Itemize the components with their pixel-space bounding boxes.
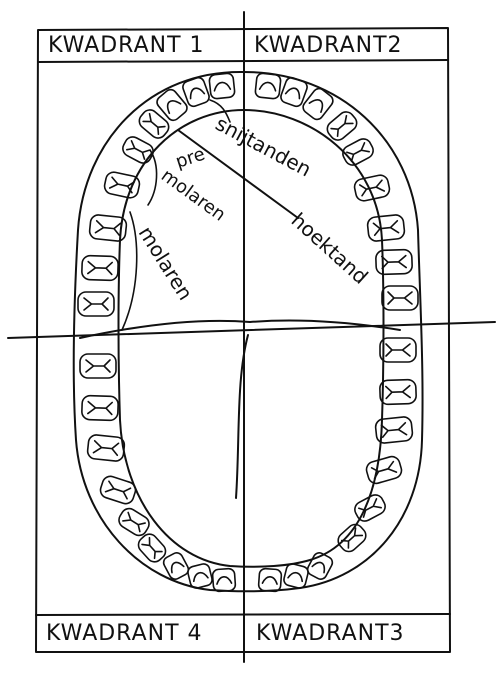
tongue-midline [236, 335, 248, 498]
molar-tooth [335, 521, 369, 555]
incisor-tooth [187, 563, 214, 590]
label-row-line-top [38, 60, 448, 62]
molar-tooth [380, 338, 416, 362]
molar-tooth [136, 107, 172, 142]
molar-tooth [380, 379, 417, 404]
molar-bracket [122, 212, 137, 330]
molar-tooth [340, 136, 376, 168]
molars-label: molaren [134, 222, 198, 305]
quadrant-1-label: KWADRANT 1 [48, 33, 205, 58]
premolars-label-prefix: pre [173, 144, 208, 173]
label-row-line-bottom [36, 614, 450, 615]
molar-tooth [103, 171, 141, 200]
incisor-tooth [209, 73, 235, 99]
molar-tooth [324, 109, 360, 144]
molar-tooth [367, 214, 405, 242]
incisor-tooth [212, 568, 235, 591]
molar-tooth [80, 354, 116, 378]
premolars-label-rest: molaren [157, 165, 229, 226]
molar-tooth [365, 455, 404, 486]
incisor-tooth [255, 73, 281, 99]
molar-tooth [353, 174, 391, 203]
canine-label: hoektand [287, 208, 373, 289]
arch-inner-outline [119, 110, 384, 567]
molar-tooth [82, 255, 119, 280]
tongue-outline [80, 320, 400, 338]
incisor-tooth [283, 563, 310, 590]
molar-tooth [352, 492, 388, 524]
incisor-tooth [258, 568, 281, 591]
molar-tooth [376, 249, 413, 274]
molar-tooth [82, 395, 119, 420]
premolar-bracket [148, 150, 157, 205]
quadrant-3-label: KWADRANT3 [256, 621, 405, 646]
molar-tooth [78, 292, 114, 316]
molar-tooth [382, 286, 418, 310]
quadrant-2-label: KWADRANT2 [254, 33, 403, 58]
molar-tooth [87, 434, 125, 462]
quadrant-4-label: KWADRANT 4 [46, 621, 203, 646]
